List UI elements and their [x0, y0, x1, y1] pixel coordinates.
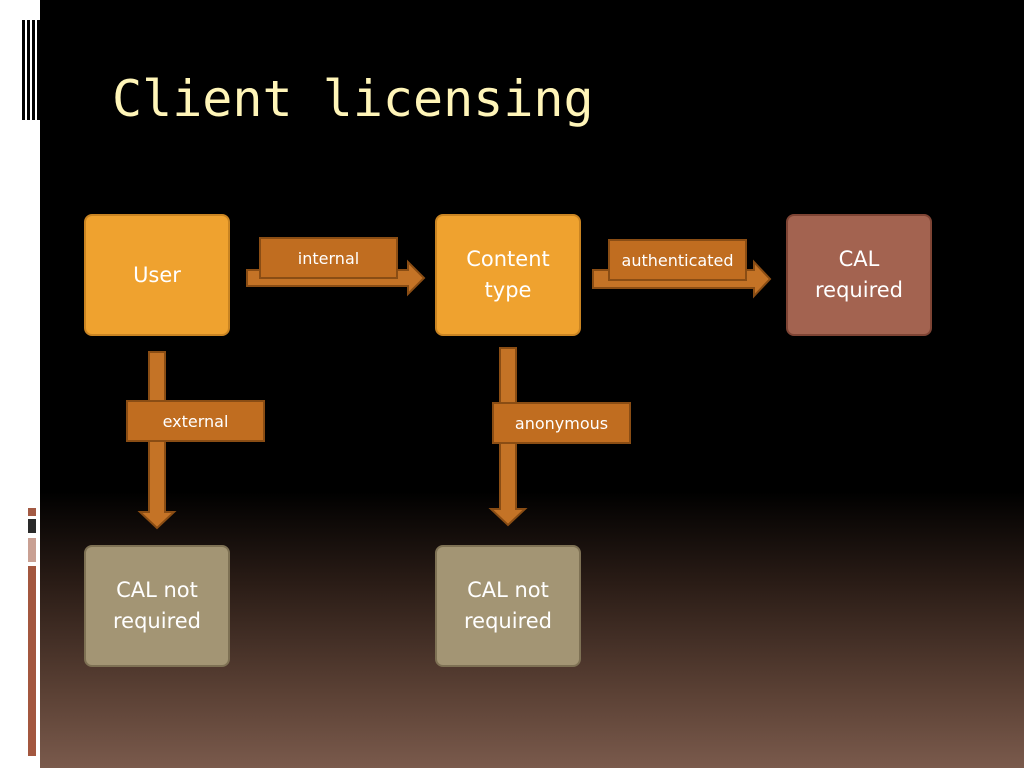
edge-label-internal: internal — [259, 237, 398, 279]
node-cal-not-required-right: CAL not required — [435, 545, 581, 667]
node-cal-not-required-left: CAL not required — [84, 545, 230, 667]
accent-bar-3 — [28, 538, 36, 562]
node-content-type-line2: type — [484, 278, 532, 302]
accent-bar-2 — [28, 519, 36, 533]
node-cal-not-required-right-line1: CAL not — [467, 578, 549, 602]
node-cal-not-required-left-line1: CAL not — [116, 578, 198, 602]
edge-label-external: external — [126, 400, 265, 442]
node-cal-required-line2: required — [815, 278, 903, 302]
edge-label-authenticated: authenticated — [608, 239, 747, 281]
accent-bar-4 — [28, 566, 36, 756]
vertical-bars-logo — [22, 20, 40, 120]
node-user: User — [84, 214, 230, 336]
node-cal-required-line1: CAL — [838, 247, 880, 271]
node-user-label: User — [133, 262, 181, 287]
node-cal-not-required-left-line2: required — [113, 609, 201, 633]
left-decorative-strip — [0, 0, 40, 768]
node-cal-not-required-right-line2: required — [464, 609, 552, 633]
node-content-type: Content type — [435, 214, 581, 336]
edge-label-anonymous: anonymous — [492, 402, 631, 444]
node-content-type-line1: Content — [466, 247, 550, 271]
node-cal-required: CAL required — [786, 214, 932, 336]
slide-title: Client licensing — [112, 70, 594, 128]
accent-bar-1 — [28, 508, 36, 516]
